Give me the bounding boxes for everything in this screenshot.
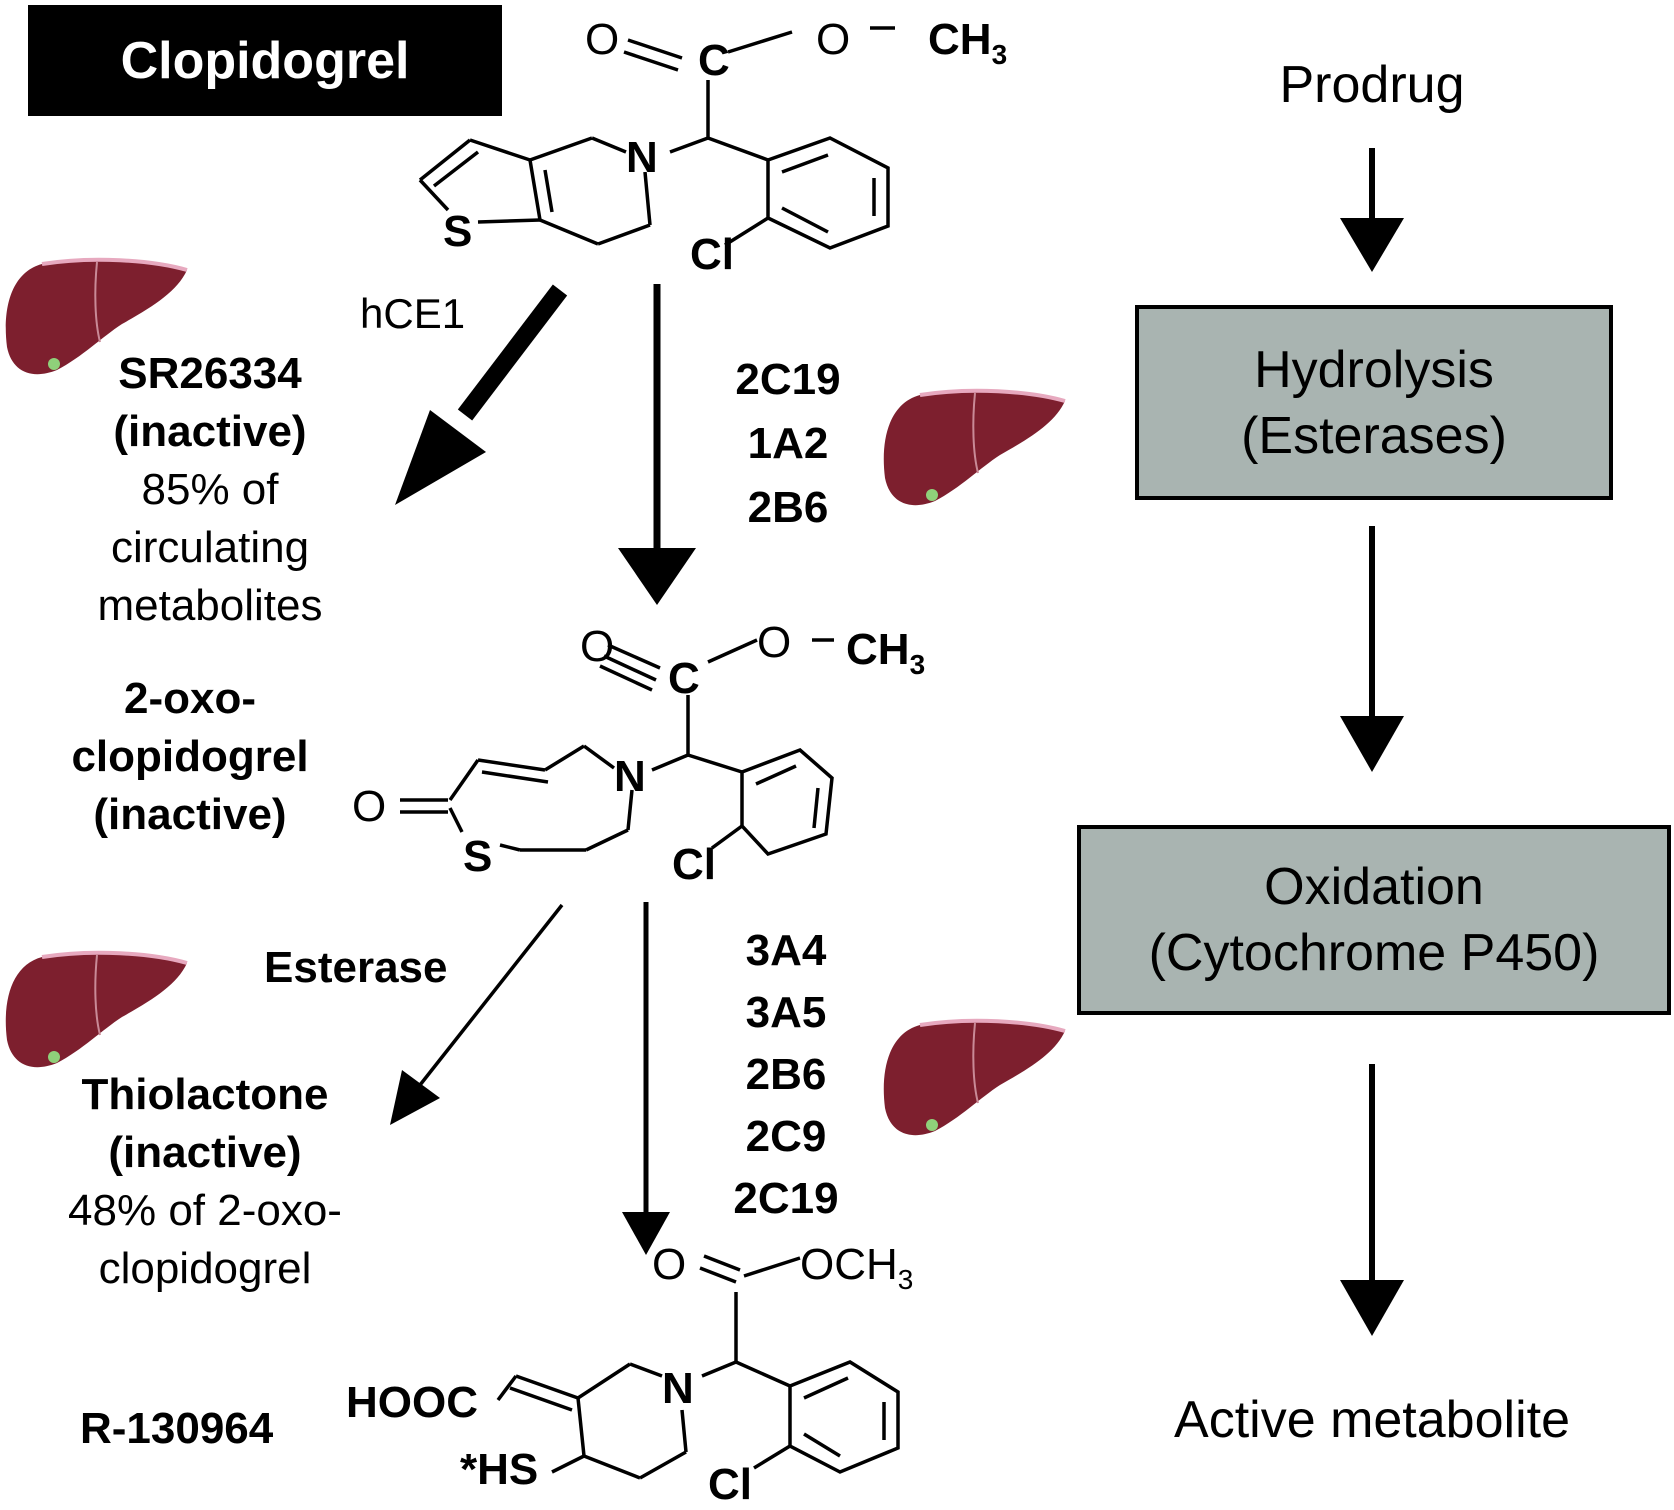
- right-flow-arrows: [1340, 148, 1404, 1336]
- thiolactone-status: (inactive): [108, 1128, 302, 1177]
- enzyme-hce1: hCE1: [360, 290, 466, 337]
- enzyme-3a4: 3A4: [745, 926, 827, 975]
- atom-sh: *HS: [460, 1445, 539, 1494]
- atom-ch3-2: CH3: [846, 625, 926, 680]
- enzyme-esterase: Esterase: [264, 943, 448, 992]
- oxo-clopidogrel-structure: [400, 638, 834, 857]
- oxidation-title: Oxidation: [1264, 858, 1484, 916]
- enzymes-step1: 2C19 1A2 2B6: [708, 348, 868, 540]
- prodrug-label: Prodrug: [1279, 56, 1465, 114]
- sr26334-note-3: metabolites: [97, 581, 323, 630]
- title-banner: Clopidogrel: [28, 5, 502, 116]
- liver-icon-3: [3, 950, 190, 1070]
- active-metabolite-structure: [496, 1254, 900, 1480]
- atom-hooc: HOOC: [346, 1378, 478, 1427]
- atom-n-3: N: [662, 1364, 694, 1413]
- enzymes-step2: 3A4 3A5 2B6 2C9 2C19: [706, 920, 866, 1230]
- atom-c-2: C: [668, 654, 700, 703]
- hydrolysis-box: Hydrolysis (Esterases): [1135, 305, 1613, 500]
- atom-cl-2: Cl: [672, 840, 716, 889]
- pathway-arrows: [390, 284, 696, 1255]
- clopidogrel-structure: [418, 26, 895, 250]
- atom-och3-3: OCH3: [800, 1240, 914, 1295]
- title-text: Clopidogrel: [120, 31, 410, 90]
- atom-cl-3: Cl: [708, 1460, 752, 1509]
- oxidation-subtitle: (Cytochrome P450): [1148, 924, 1600, 982]
- atom-ch3-1: CH3: [928, 15, 1008, 70]
- enzyme-2c19-b: 2C19: [733, 1174, 839, 1223]
- sr26334-status: (inactive): [113, 407, 307, 456]
- enzyme-2b6-a: 2B6: [747, 483, 829, 532]
- atom-cl-1: Cl: [690, 230, 734, 279]
- active-metabolite-id: R-130964: [80, 1404, 274, 1453]
- atom-o-carbonyl-2: O: [580, 622, 615, 671]
- atom-o-ester-1: O: [816, 15, 851, 64]
- atom-n-2: N: [614, 752, 646, 801]
- oxo-label-3: (inactive): [93, 790, 287, 839]
- oxo-label-1: 2-oxo-: [124, 674, 256, 723]
- liver-icon-4: [881, 1018, 1067, 1138]
- atom-s-1: S: [443, 207, 473, 256]
- enzyme-2c19-a: 2C19: [735, 355, 841, 404]
- sr26334-name: SR26334: [118, 349, 302, 398]
- liver-icon-2: [881, 388, 1067, 508]
- oxo-clopidogrel-block: 2-oxo- clopidogrel (inactive): [25, 670, 355, 844]
- atom-o-lactone: O: [352, 782, 387, 831]
- oxidation-box: Oxidation (Cytochrome P450): [1077, 825, 1671, 1015]
- atom-n-1: N: [626, 133, 658, 182]
- oxo-label-2: clopidogrel: [71, 732, 309, 781]
- enzyme-2c9: 2C9: [745, 1112, 827, 1161]
- atom-o-carbonyl-1: O: [585, 15, 620, 64]
- atom-s-2: S: [463, 832, 493, 881]
- hydrolysis-subtitle: (Esterases): [1241, 406, 1507, 465]
- atom-o-carbonyl-3: O: [652, 1240, 687, 1289]
- atom-c-1: C: [698, 36, 730, 85]
- active-metabolite-label: Active metabolite: [1174, 1391, 1570, 1449]
- thiolactone-note-2: clopidogrel: [98, 1244, 312, 1293]
- sr26334-block: SR26334 (inactive) 85% of circulating me…: [40, 345, 380, 635]
- enzyme-3a5: 3A5: [745, 988, 827, 1037]
- thiolactone-name: Thiolactone: [81, 1070, 329, 1119]
- sr26334-note-1: 85% of: [141, 465, 279, 514]
- enzyme-2b6-b: 2B6: [745, 1050, 827, 1099]
- atom-o-ester-2: O: [757, 618, 792, 667]
- thiolactone-note-1: 48% of 2-oxo-: [68, 1186, 342, 1235]
- enzyme-1a2: 1A2: [747, 419, 829, 468]
- sr26334-note-2: circulating: [110, 523, 310, 572]
- hydrolysis-title: Hydrolysis: [1254, 340, 1494, 399]
- thiolactone-block: Thiolactone (inactive) 48% of 2-oxo- clo…: [30, 1066, 380, 1298]
